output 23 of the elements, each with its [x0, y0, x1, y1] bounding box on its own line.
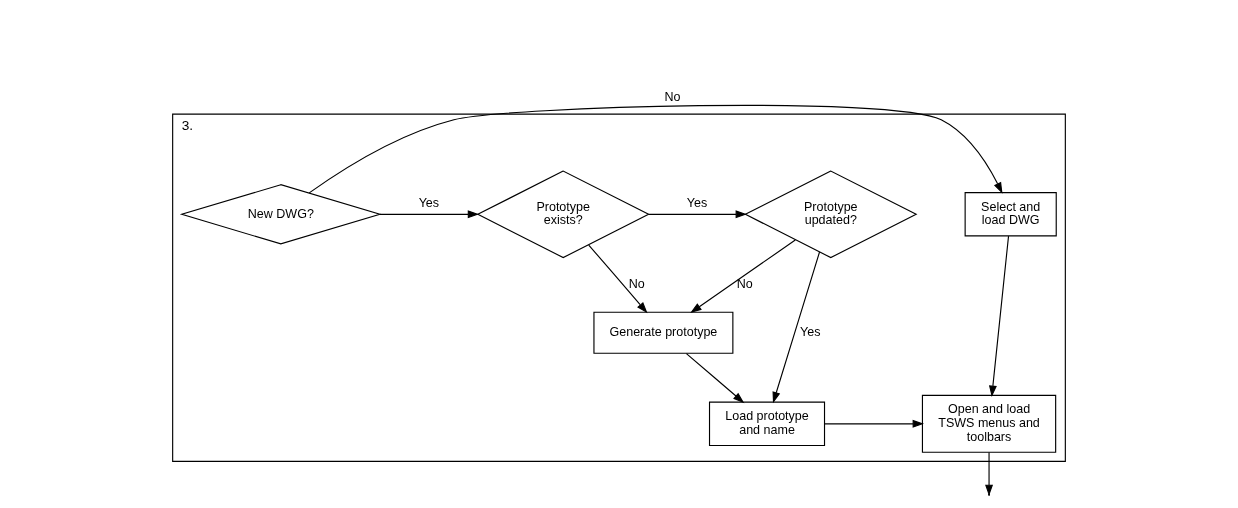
arrow — [379, 210, 480, 219]
edge-label: Yes — [686, 196, 708, 211]
arrow — [824, 419, 924, 428]
node-box: Load prototype and name — [708, 401, 826, 446]
arrow — [985, 451, 994, 497]
arrow — [685, 353, 745, 404]
node-diamond: New DWG? — [179, 184, 382, 245]
node-diamond: Prototype updated? — [744, 170, 918, 259]
arrow — [772, 251, 821, 404]
node-box: Generate prototype — [593, 311, 734, 354]
edge-label: Yes — [418, 196, 440, 211]
arrow — [690, 239, 796, 313]
edge-label: No — [736, 277, 753, 292]
node-box: Open and load TSWS menus and toolbars — [921, 394, 1057, 453]
edge-label: Yes — [800, 324, 821, 339]
node-diamond: Prototype exists? — [476, 170, 650, 259]
node-box: Select and load DWG — [964, 192, 1057, 237]
arrow — [308, 104, 1003, 194]
arrow — [988, 235, 1010, 397]
arrow — [588, 244, 648, 314]
edge-label: No — [628, 277, 645, 292]
edge-label: No — [664, 90, 681, 105]
arrow — [648, 210, 747, 219]
